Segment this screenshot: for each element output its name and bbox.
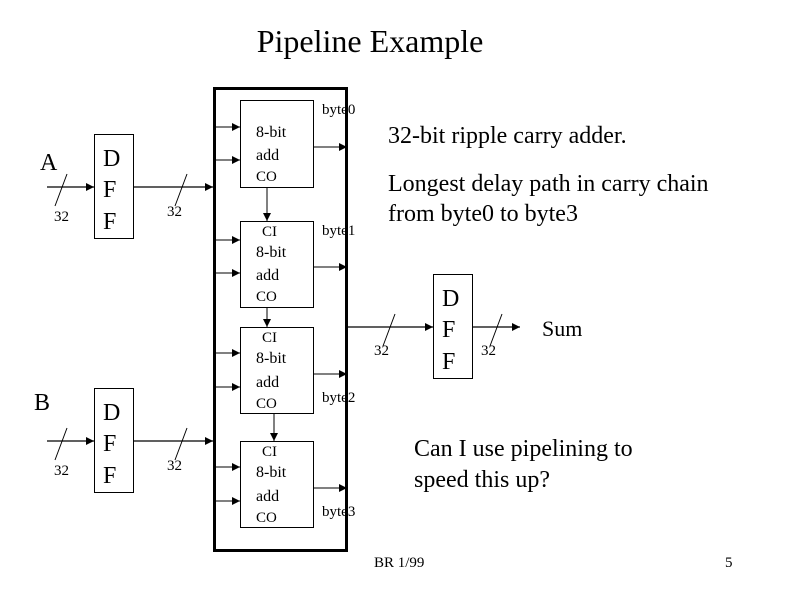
dff-letter: F — [103, 431, 116, 457]
page-number: 5 — [725, 555, 733, 571]
adder-label: add — [256, 488, 279, 505]
ripple-adder-box — [213, 87, 348, 552]
adder-label: add — [256, 147, 279, 164]
adder-label: 8-bit — [256, 244, 287, 261]
dff-letter: F — [442, 349, 455, 375]
input-a-label: A — [40, 150, 58, 176]
adder-label: add — [256, 267, 279, 284]
dff-letter: F — [103, 177, 116, 203]
dff-letter: D — [442, 286, 459, 312]
dff-a: D F F — [94, 134, 134, 239]
delay-note-line2: from byte0 to byte3 — [388, 201, 578, 227]
adder-label: 8-bit — [256, 464, 287, 481]
carry-in-label: CI — [262, 330, 277, 346]
byte-output-label: byte2 — [322, 390, 355, 406]
bus-slash-icon — [489, 313, 503, 347]
bus-slash-icon — [54, 427, 68, 461]
bus-slash-icon — [382, 313, 396, 347]
input-b-label: B — [34, 390, 50, 416]
adder-label: 8-bit — [256, 350, 287, 367]
delay-note-line1: Longest delay path in carry chain — [388, 171, 709, 197]
sum-in-width: 32 — [374, 343, 389, 359]
input-a-width: 32 — [54, 209, 69, 225]
carry-out-label: CO — [256, 169, 277, 185]
adder-description: 32-bit ripple carry adder. — [388, 123, 627, 149]
adder-byte0: 8-bit add CO byte0 — [214, 100, 355, 188]
dff-letter: F — [442, 317, 455, 343]
byte-output-label: byte3 — [322, 504, 355, 520]
carry-in-label: CI — [262, 224, 277, 240]
adder-label: 8-bit — [256, 124, 287, 141]
dff-letter: D — [103, 146, 120, 172]
dff-letter: D — [103, 400, 120, 426]
byte-output-label: byte0 — [322, 102, 355, 118]
dff-sum: D F F — [433, 274, 473, 379]
footer-author-date: BR 1/99 — [374, 555, 424, 571]
carry-out-label: CO — [256, 289, 277, 305]
dff-a-output-width: 32 — [167, 204, 182, 220]
adder-byte3: CI 8-bit add CO byte3 — [214, 441, 355, 528]
adder-byte1: CI 8-bit add CO byte1 — [214, 221, 355, 308]
dff-letter: F — [103, 209, 116, 235]
dff-letter: F — [103, 463, 116, 489]
adder-label: add — [256, 374, 279, 391]
dff-b-output-width: 32 — [167, 458, 182, 474]
bus-slash-icon — [54, 173, 68, 207]
bus-slash-icon — [174, 427, 188, 461]
question-line2: speed this up? — [414, 467, 550, 493]
dff-b: D F F — [94, 388, 134, 493]
byte-output-label: byte1 — [322, 223, 355, 239]
slide-title: Pipeline Example — [257, 23, 484, 59]
adder-byte2: CI 8-bit add CO byte2 — [214, 327, 355, 414]
bus-slash-icon — [174, 173, 188, 207]
carry-out-label: CO — [256, 510, 277, 526]
carry-in-label: CI — [262, 444, 277, 460]
sum-out-width: 32 — [481, 343, 496, 359]
input-b-width: 32 — [54, 463, 69, 479]
carry-out-label: CO — [256, 396, 277, 412]
sum-label: Sum — [542, 316, 582, 341]
question-line1: Can I use pipelining to — [414, 436, 633, 462]
